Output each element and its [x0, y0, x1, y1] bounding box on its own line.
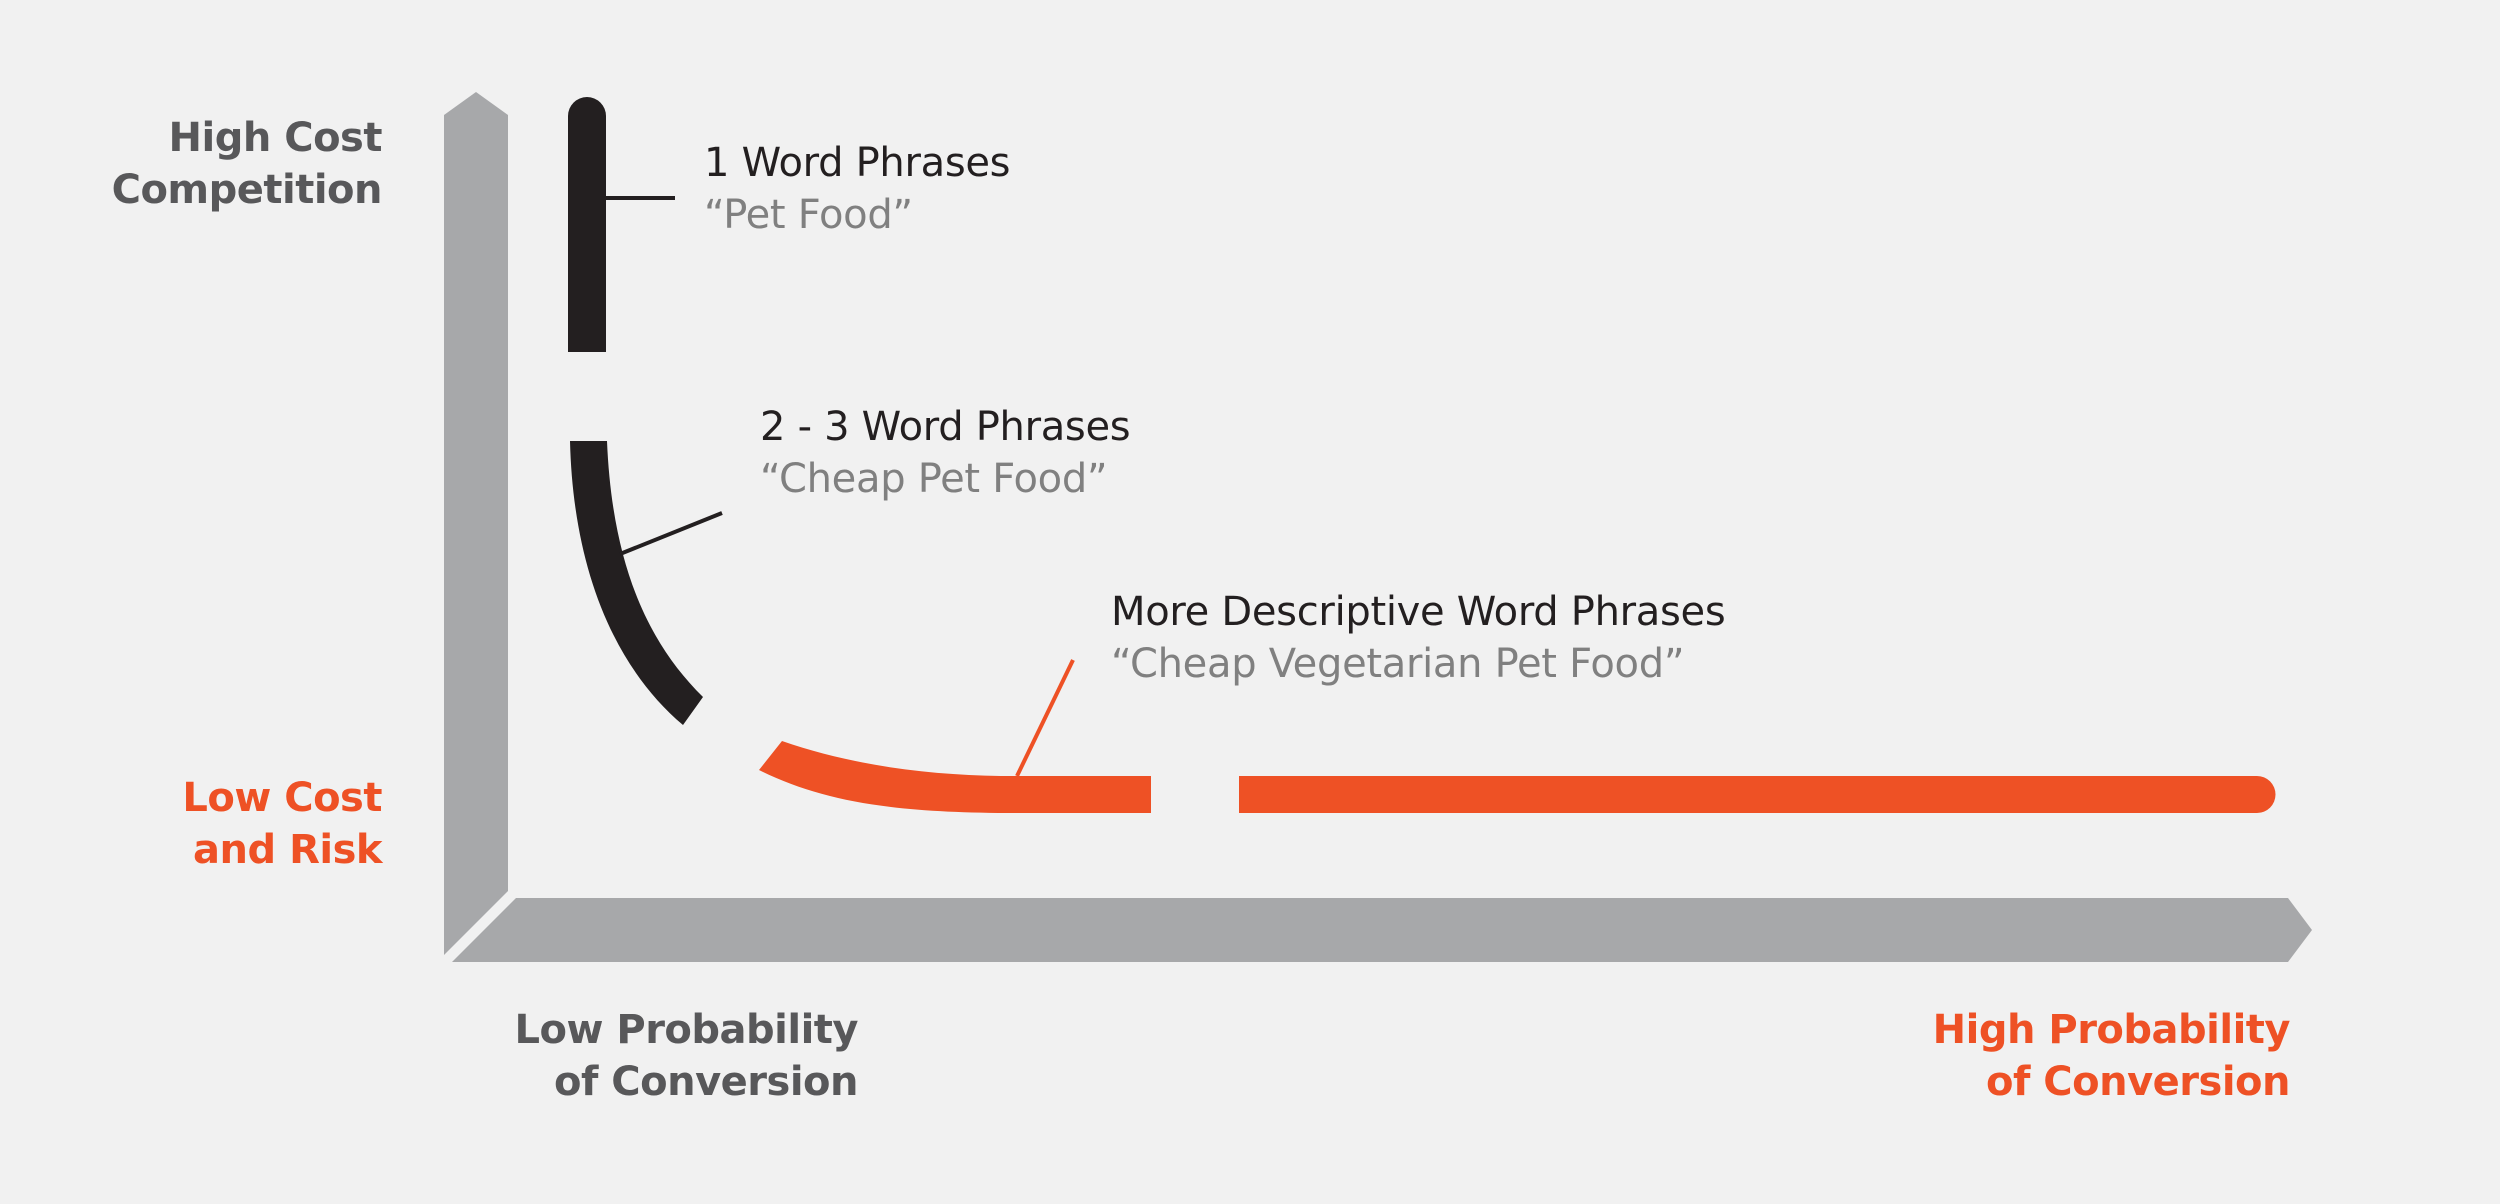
x-axis-low-label-line-1: Low Probability [514, 1007, 859, 1053]
phrase-example: “Cheap Vegetarian Pet Food” [1111, 641, 1685, 687]
phrase-example: “Pet Food” [704, 192, 913, 238]
curve-segment-1-word [568, 97, 606, 352]
y-axis-high-label: High Cost Competition [111, 112, 383, 216]
x-axis-low-label-line-2: of Conversion [553, 1059, 859, 1105]
curve-segment-descriptive [759, 741, 1151, 813]
phrase-title: 2 - 3 Word Phrases [760, 404, 1131, 450]
x-axis-high-label: High Probability of Conversion [1932, 1004, 2291, 1108]
y-axis-low-label-line-2: and Risk [193, 827, 382, 873]
y-axis-high-label-line-2: Competition [111, 167, 383, 213]
x-axis-high-label-line-1: High Probability [1932, 1007, 2291, 1053]
callout-tick-2 [619, 511, 723, 556]
x-axis-arrow [452, 898, 2312, 962]
phrase-title: 1 Word Phrases [704, 140, 1011, 186]
callout-tick-3 [1015, 659, 1075, 777]
y-axis-low-label-line-1: Low Cost [182, 775, 382, 821]
curve-segment-2-3-words [570, 441, 703, 725]
y-axis-arrow [444, 92, 508, 955]
y-axis-low-label: Low Cost and Risk [182, 772, 382, 876]
phrase-annotation-3: More Descriptive Word Phrases “Cheap Veg… [1111, 586, 1726, 690]
x-axis-low-label: Low Probability of Conversion [514, 1004, 859, 1108]
phrase-title: More Descriptive Word Phrases [1111, 589, 1726, 635]
curve-segment-long-tail [1239, 776, 2276, 813]
phrase-annotation-1: 1 Word Phrases “Pet Food” [704, 137, 1011, 241]
x-axis-high-label-line-2: of Conversion [1985, 1059, 2291, 1105]
phrase-annotation-2: 2 - 3 Word Phrases “Cheap Pet Food” [760, 401, 1131, 505]
phrase-example: “Cheap Pet Food” [760, 456, 1108, 502]
y-axis-high-label-line-1: High Cost [168, 115, 383, 161]
